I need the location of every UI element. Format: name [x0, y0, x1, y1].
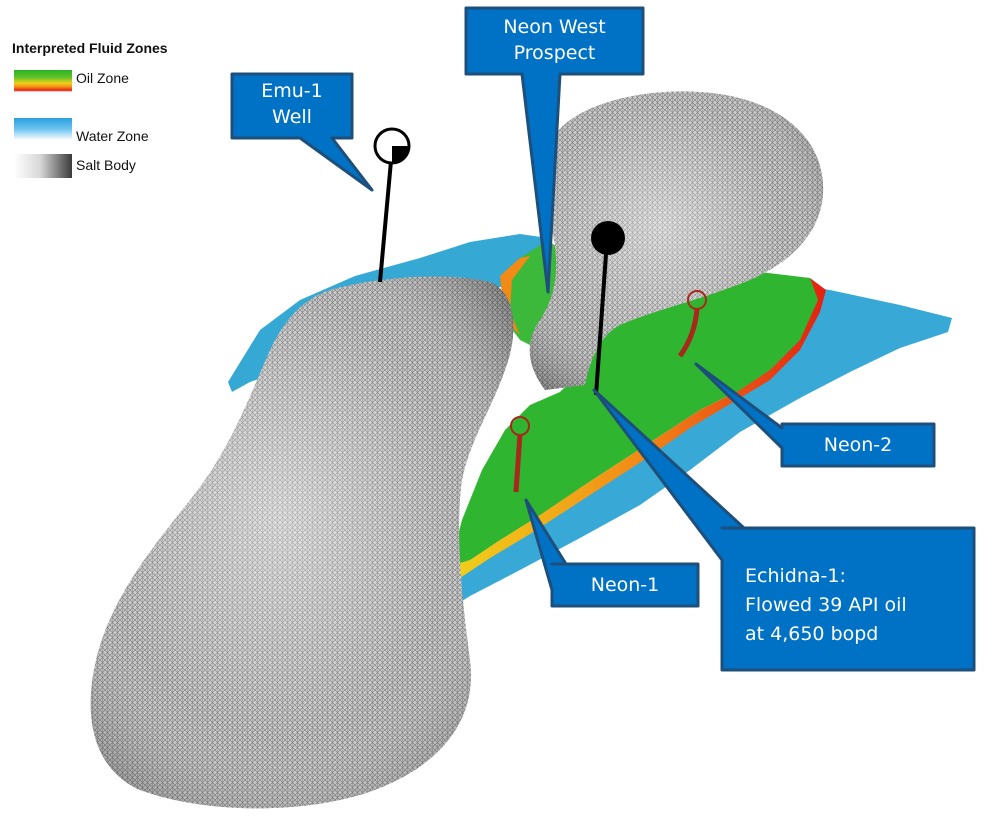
echidna-1-well-marker-icon [591, 221, 625, 255]
neon-west-callout-line-2: Prospect [466, 40, 643, 66]
echidna-1-callout-line-1: Echidna-1: [745, 562, 970, 591]
echidna-1-callout-line-2: Flowed 39 API oil [745, 591, 970, 620]
neon-2-callout-text: Neon-2 [782, 432, 934, 458]
oil-zone-label: Oil Zone [76, 70, 129, 86]
echidna-1-callout-text: Echidna-1: Flowed 39 API oil at 4,650 bo… [745, 562, 970, 649]
oil-zone-swatch [14, 70, 72, 92]
salt-body-swatch [14, 154, 72, 178]
salt-body-front-shade [91, 276, 514, 808]
emu-1-callout-text: Emu-1 Well [232, 78, 352, 130]
salt-body-label: Salt Body [76, 157, 136, 173]
emu-1-callout-line-1: Emu-1 [232, 78, 352, 104]
neon-west-callout-line-1: Neon West [466, 14, 643, 40]
neon-west-callout-text: Neon West Prospect [466, 14, 643, 66]
water-zone-swatch [14, 118, 72, 140]
emu-1-callout-line-2: Well [232, 104, 352, 130]
neon-1-callout-text: Neon-1 [552, 572, 698, 598]
emu-1-well-line [380, 150, 392, 282]
echidna-1-callout-line-3: at 4,650 bopd [745, 620, 970, 649]
water-zone-label: Water Zone [76, 128, 149, 144]
emu-1-marker-quadrant [392, 146, 409, 163]
legend-title: Interpreted Fluid Zones [12, 40, 168, 56]
